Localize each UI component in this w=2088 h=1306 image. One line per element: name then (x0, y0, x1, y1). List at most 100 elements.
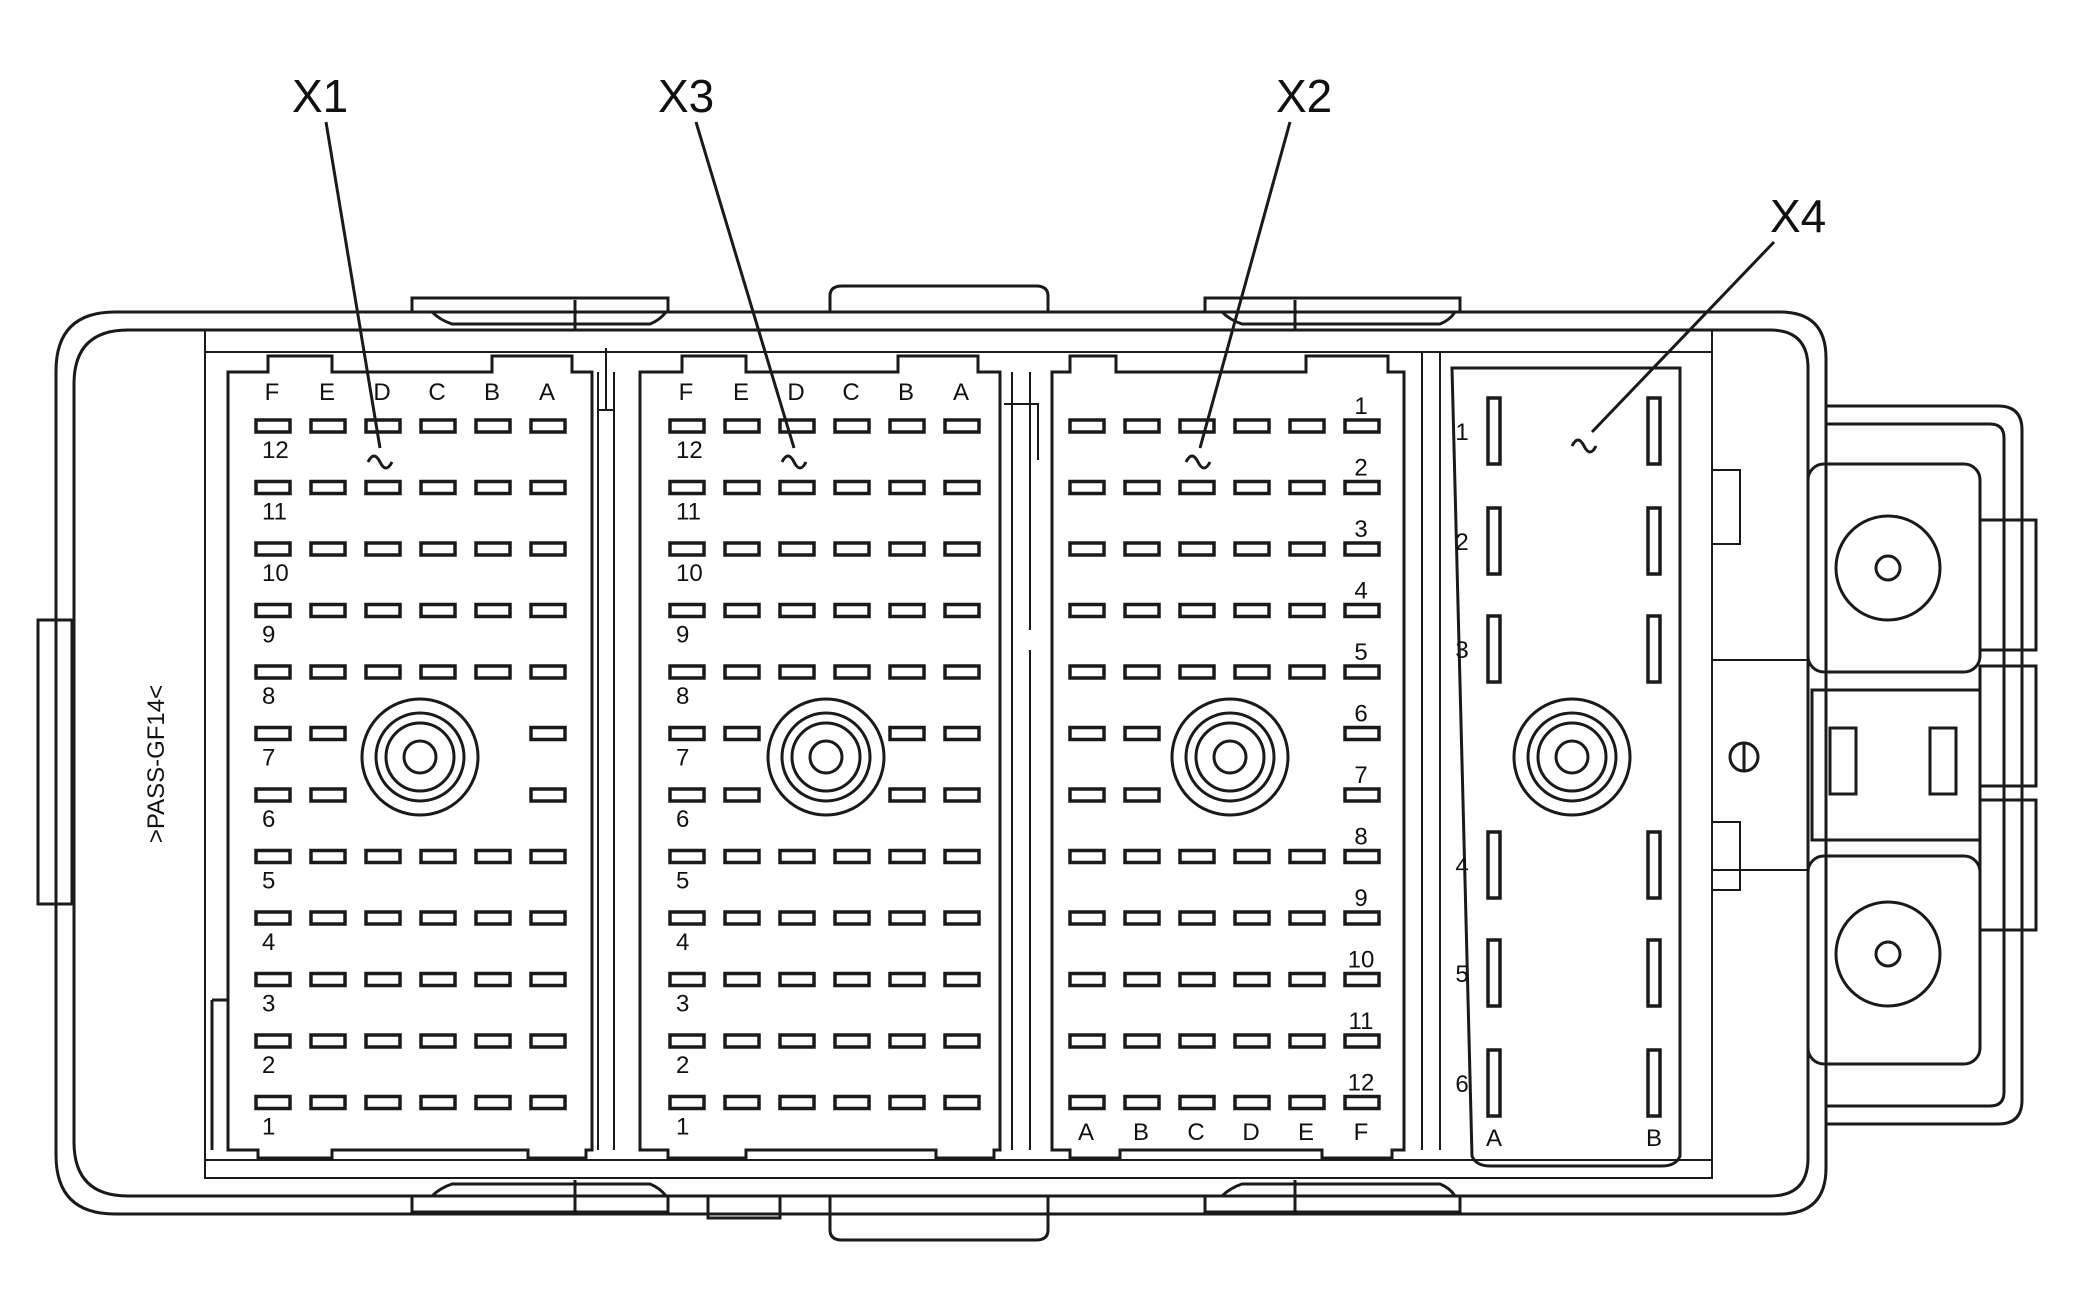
pin-cavity (723, 910, 761, 926)
pin-cavity (833, 479, 871, 496)
pin-cavity (1068, 910, 1106, 926)
pin-cavity (1123, 541, 1161, 557)
row-label: 11 (676, 499, 701, 526)
row-label: 11 (262, 499, 287, 526)
row-label: 8 (262, 683, 275, 710)
pin-cavity (1178, 1094, 1216, 1111)
row-label: 8 (676, 683, 689, 710)
pin-cavity (309, 418, 347, 434)
pin-cavity (529, 1033, 567, 1049)
column-label: C (428, 379, 445, 406)
pin-cavity (1288, 910, 1326, 926)
pin-cavity (833, 1033, 871, 1049)
pin-cavity (778, 541, 816, 557)
pin-cavity (1123, 787, 1161, 803)
row-label: 6 (676, 806, 689, 833)
pin-cavity (1343, 848, 1381, 865)
pin-cavity (254, 848, 292, 865)
row-label: 6 (1455, 1071, 1468, 1098)
pin-cavity (364, 418, 402, 434)
pin-cavity (529, 418, 567, 434)
pin-cavity (419, 602, 457, 619)
column-label: A (1486, 1125, 1502, 1152)
pin-cavity (364, 664, 402, 680)
pin-cavity (778, 1094, 816, 1111)
pin-cavity (888, 418, 926, 434)
row-label: 6 (262, 806, 275, 833)
pin-cavity (1123, 971, 1161, 988)
blade-terminal (1486, 506, 1502, 576)
pin-cavity (254, 602, 292, 619)
pin-cavity (474, 1094, 512, 1111)
pin-cavity (474, 910, 512, 926)
pin-cavity (309, 1033, 347, 1049)
pin-cavity (254, 787, 292, 803)
pin-cavity (888, 541, 926, 557)
column-label: B (484, 379, 500, 406)
pin-cavity (833, 910, 871, 926)
pin-cavity (1068, 664, 1106, 680)
pin-cavity (943, 664, 981, 680)
row-label: 2 (262, 1052, 275, 1079)
pin-cavity (888, 787, 926, 803)
pin-cavity (723, 418, 761, 434)
pin-cavity (1233, 971, 1271, 988)
pin-cavity (364, 910, 402, 926)
pin-cavity (364, 971, 402, 988)
pin-cavity (309, 1094, 347, 1111)
pin-cavity (1343, 910, 1381, 926)
pin-cavity (943, 479, 981, 496)
row-label: 9 (1354, 885, 1367, 912)
pin-cavity (364, 1094, 402, 1111)
pin-cavity (778, 664, 816, 680)
column-label: E (319, 379, 335, 406)
pin-cavity (1178, 541, 1216, 557)
leader-line-x3 (694, 121, 796, 449)
row-label: 10 (262, 560, 289, 587)
pin-cavity (1343, 479, 1381, 496)
pin-cavity (723, 848, 761, 865)
pin-cavity (888, 910, 926, 926)
pin-cavity (1068, 725, 1106, 742)
pin-cavity (723, 479, 761, 496)
pin-cavity (254, 1094, 292, 1111)
pin-cavity (833, 971, 871, 988)
row-label: 9 (676, 622, 689, 649)
column-label: E (1298, 1119, 1314, 1146)
pin-cavity (778, 848, 816, 865)
pin-cavity (668, 848, 706, 865)
pin-cavity (1288, 848, 1326, 865)
pin-cavity (1068, 787, 1106, 803)
pin-cavity (419, 1033, 457, 1049)
pin-cavity (888, 971, 926, 988)
blade-terminal (1646, 938, 1662, 1008)
callout-x4: X4 (1770, 190, 1826, 242)
pin-cavity (309, 479, 347, 496)
pin-cavity (254, 664, 292, 680)
pin-cavity (254, 418, 292, 434)
pin-cavity (1233, 602, 1271, 619)
column-label: A (953, 379, 969, 406)
column-label: E (733, 379, 749, 406)
pin-cavity (1068, 479, 1106, 496)
pin-cavity (529, 664, 567, 680)
leader-line-x1 (324, 121, 382, 449)
pin-cavity (1343, 418, 1381, 434)
row-label: 4 (1354, 578, 1367, 605)
pin-cavity (723, 1033, 761, 1049)
pin-cavity (1178, 1033, 1216, 1049)
pin-cavity (474, 1033, 512, 1049)
pin-cavity (529, 602, 567, 619)
pin-cavity (943, 971, 981, 988)
column-label: F (265, 379, 280, 406)
pin-cavity (1068, 1033, 1106, 1049)
pin-cavity (474, 848, 512, 865)
row-label: 4 (1455, 853, 1468, 880)
pin-cavity (309, 910, 347, 926)
pin-cavity (1343, 971, 1381, 988)
pin-cavity (778, 479, 816, 496)
pin-cavity (1288, 541, 1326, 557)
pin-cavity (833, 664, 871, 680)
